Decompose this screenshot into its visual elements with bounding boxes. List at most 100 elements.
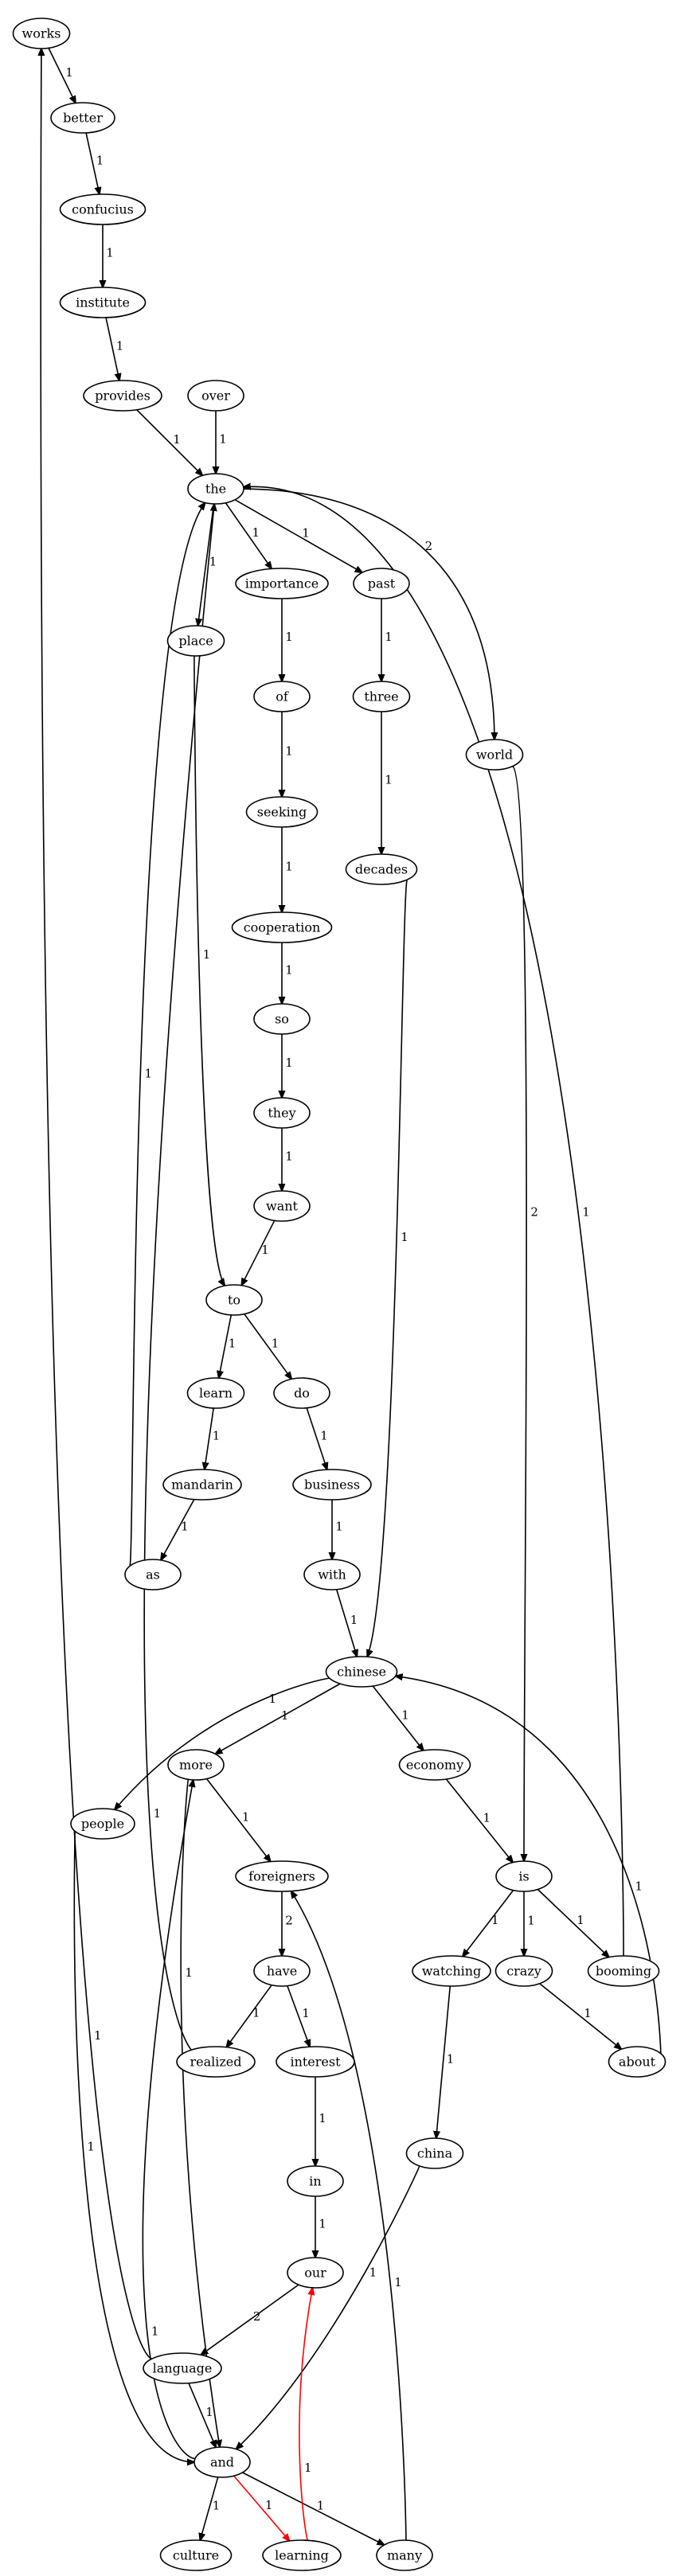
edge-weight-label: 1 <box>203 947 211 962</box>
edge-weight-label: 1 <box>335 1520 343 1534</box>
node-label: place <box>178 634 213 649</box>
node-ellipse <box>231 911 333 943</box>
node-ellipse <box>166 625 225 657</box>
node-label: economy <box>406 1758 463 1773</box>
edge-line <box>512 765 526 1861</box>
node-confucius: confucius <box>59 193 147 225</box>
node-chinese: chinese <box>325 1656 398 1688</box>
edge-weight-label: 1 <box>285 744 293 759</box>
edge-line <box>306 1407 327 1469</box>
edge-weight-label: 1 <box>65 65 73 80</box>
node-label: works <box>22 26 61 41</box>
edge-have-to-realized: 1 <box>226 1985 272 2047</box>
edge-line <box>129 503 205 1567</box>
edge-line <box>205 1778 271 1862</box>
node-booming: booming <box>587 1955 660 1987</box>
node-ellipse <box>159 2539 233 2571</box>
edge-weight-label: 1 <box>145 1067 153 1081</box>
node-label: have <box>267 1964 297 1979</box>
edge-line <box>180 1778 220 2447</box>
edge-weight-label: 1 <box>229 1336 236 1350</box>
edge-china-to-and: 1 <box>236 2165 420 2449</box>
edge-foreigners-to-have: 2 <box>282 1891 293 1956</box>
edge-weight-label: 1 <box>213 2498 221 2512</box>
edge-chinese-to-people: 1 <box>115 1677 331 1809</box>
edge-decades-to-chinese: 1 <box>367 879 408 1657</box>
node-ellipse <box>167 1749 225 1781</box>
edge-crazy-to-about: 1 <box>539 1983 622 2049</box>
node-culture: culture <box>159 2539 233 2571</box>
edge-weight-label: 1 <box>87 2140 95 2154</box>
edge-more-to-and: 1 <box>180 1778 220 2447</box>
edge-weight-label: 1 <box>272 1337 280 1351</box>
edge-line <box>372 1685 424 1751</box>
node-ellipse <box>376 2539 433 2571</box>
node-learning: learning <box>262 2539 342 2571</box>
edge-and-to-learning: 1 <box>233 2475 290 2541</box>
node-realized: realized <box>176 2046 256 2078</box>
edge-is-to-watching: 1 <box>463 1890 514 1957</box>
node-three: three <box>352 681 411 712</box>
node-to: to <box>205 1284 263 1316</box>
edge-over-to-the: 1 <box>216 411 227 474</box>
edge-weight-label: 1 <box>116 339 124 353</box>
node-past: past <box>353 568 410 599</box>
edge-many-to-foreigners: 1 <box>291 1891 407 2541</box>
node-ellipse <box>59 287 147 318</box>
node-ellipse <box>405 2137 464 2169</box>
node-decades: decades <box>345 853 418 885</box>
edge-and-to-more: 1 <box>142 1780 195 2460</box>
node-world: world <box>465 739 524 771</box>
node-of: of <box>253 681 311 712</box>
node-foreigners: foreigners <box>235 1860 329 1892</box>
edge-so-to-they: 1 <box>282 1034 293 1098</box>
node-ellipse <box>124 1559 182 1590</box>
edge-the-to-importance: 1 <box>225 502 272 569</box>
edge-weight-label: 1 <box>154 1806 162 1821</box>
edge-weight-label: 1 <box>584 2006 592 2020</box>
edge-weight-label: 1 <box>527 1914 535 1928</box>
edge-weight-label: 1 <box>491 1913 499 1927</box>
edge-weight-label: 2 <box>253 2309 261 2324</box>
edge-is-to-crazy: 1 <box>524 1891 535 1956</box>
node-label: institute <box>76 295 130 310</box>
node-label: better <box>63 111 103 126</box>
node-better: better <box>50 102 115 134</box>
edge-better-to-confucius: 1 <box>85 132 104 194</box>
edge-line <box>396 1676 662 2071</box>
node-ellipse <box>253 1190 311 1222</box>
edge-line <box>136 409 203 476</box>
node-ellipse <box>194 2446 251 2478</box>
edge-weight-label: 1 <box>285 963 293 978</box>
edge-weight-label: 1 <box>285 630 293 644</box>
node-importance: importance <box>235 568 329 599</box>
node-place: place <box>166 625 225 657</box>
node-label: to <box>228 1293 240 1308</box>
node-label: business <box>304 1477 360 1493</box>
edge-about-to-chinese: 1 <box>396 1676 662 2071</box>
edge-weight-label: 1 <box>185 1965 193 1980</box>
node-ellipse <box>205 1284 263 1316</box>
edge-weight-label: 1 <box>205 2405 213 2419</box>
edge-institute-to-provides: 1 <box>105 317 124 381</box>
node-label: provides <box>95 388 150 404</box>
edge-weight-label: 1 <box>483 1810 491 1825</box>
node-ellipse <box>186 1377 245 1409</box>
edge-learning-to-our: 1 <box>299 2288 313 2542</box>
node-label: decades <box>355 862 408 877</box>
edge-line <box>226 1985 272 2047</box>
node-label: booming <box>596 1964 651 1979</box>
edge-weight-label: 1 <box>285 1056 293 1070</box>
edge-line <box>142 1780 195 2460</box>
edge-line <box>194 655 225 1286</box>
edge-seeking-to-cooperation: 1 <box>282 827 293 912</box>
edge-want-to-to: 1 <box>241 1220 276 1285</box>
edge-weight-label: 1 <box>582 1204 590 1219</box>
node-in: in <box>287 2165 344 2197</box>
edge-line <box>233 2475 290 2541</box>
edge-weight-label: 1 <box>94 2028 102 2043</box>
edge-weight-label: 1 <box>181 1520 189 1534</box>
node-the: the <box>187 473 244 505</box>
edge-line <box>537 1888 608 1957</box>
edge-business-to-with: 1 <box>332 1500 343 1559</box>
